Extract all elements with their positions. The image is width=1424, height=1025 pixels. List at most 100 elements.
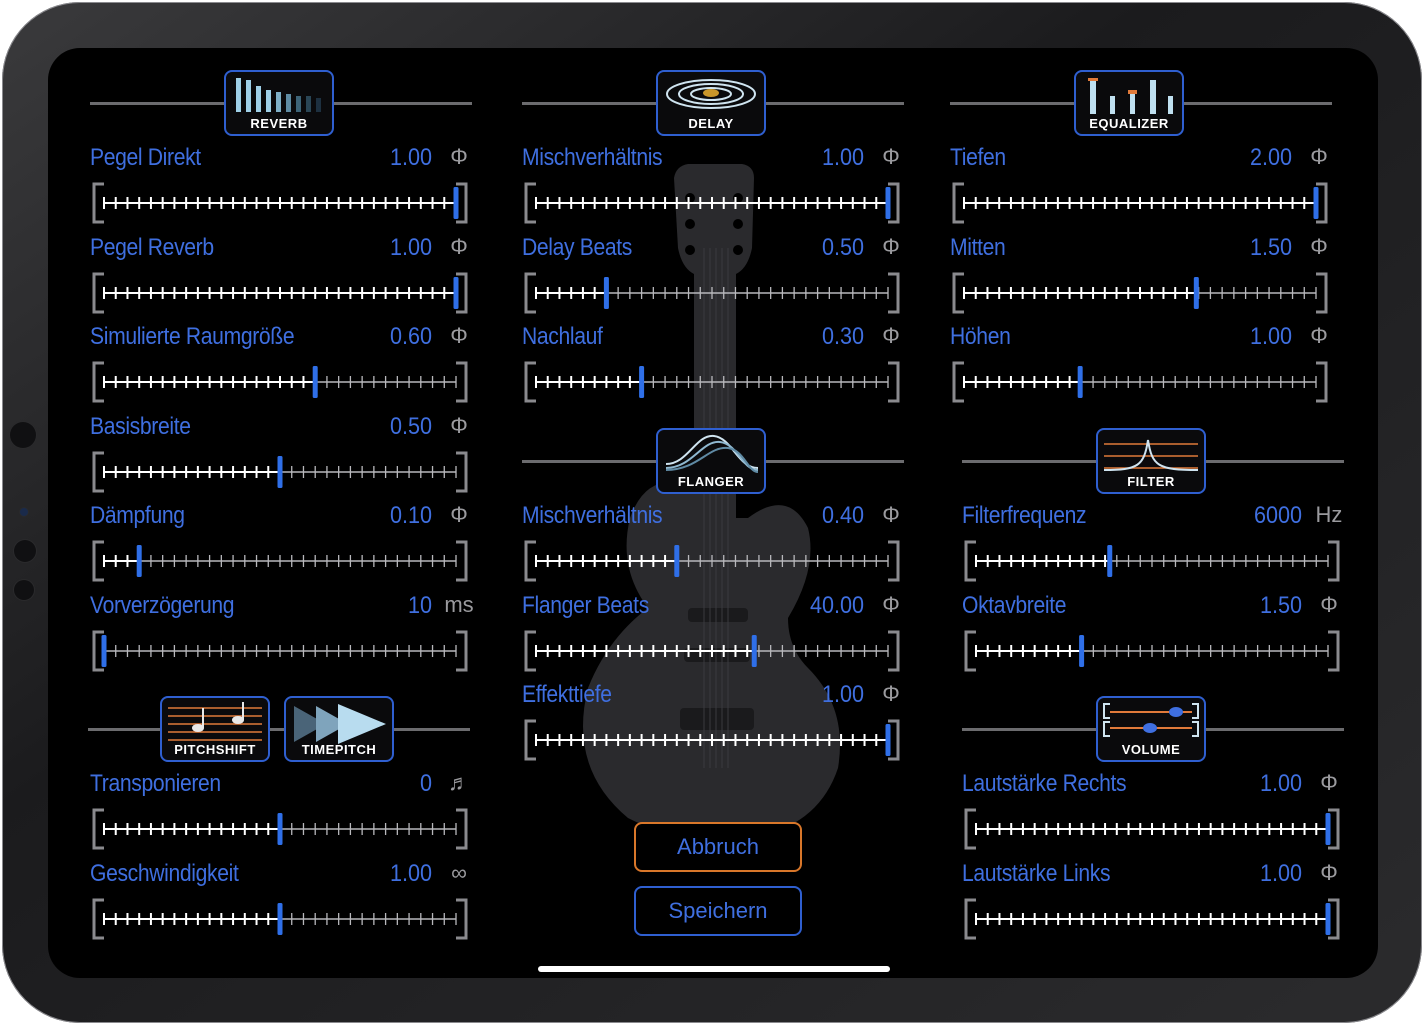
slider-bracket-left	[524, 182, 536, 224]
phase-icon[interactable]: Φ	[450, 233, 468, 259]
phase-icon[interactable]: Φ	[1310, 323, 1328, 348]
param-slider[interactable]	[90, 270, 470, 316]
param-slider[interactable]	[950, 270, 1330, 316]
slider-bracket-left	[524, 630, 536, 671]
param-slider[interactable]	[522, 628, 902, 674]
pitchshift-tab[interactable]: PITCHSHIFT	[160, 696, 270, 762]
param-slider[interactable]	[90, 180, 470, 226]
phase-icon[interactable]: Φ	[450, 502, 468, 527]
flanger-tab[interactable]: FLANGER	[656, 428, 766, 494]
param-value: 0.60	[389, 323, 432, 350]
phase-icon[interactable]: Φ	[450, 144, 468, 169]
param-slider[interactable]	[522, 180, 902, 226]
param-slider[interactable]	[90, 538, 470, 584]
param-slider[interactable]	[522, 359, 902, 405]
cancel-button[interactable]: Abbruch	[634, 822, 802, 872]
param-value: 1.00	[389, 144, 432, 171]
param-label: Geschwindigkeit	[90, 859, 239, 887]
phase-icon[interactable]: Φ	[882, 323, 900, 348]
slider-thumb	[1193, 276, 1199, 309]
param-slider[interactable]	[962, 896, 1342, 942]
param-value: 40.00	[809, 591, 864, 619]
param-value: 1.00	[821, 681, 864, 708]
screen-bezel: REVERB DELAY	[48, 48, 1378, 978]
phase-icon[interactable]: Φ	[1310, 233, 1328, 259]
param-value: 1.50	[1249, 233, 1292, 261]
effects-screen: REVERB DELAY	[48, 48, 1378, 978]
slider-bracket-right	[888, 272, 900, 313]
param-slider[interactable]	[90, 896, 470, 942]
param-label: Vorverzögerung	[90, 591, 235, 619]
param-value: 1.00	[1249, 323, 1292, 350]
slider-bracket-right	[888, 182, 900, 224]
param-slider[interactable]	[950, 359, 1330, 405]
param-slider[interactable]	[950, 180, 1330, 226]
param-slider[interactable]	[962, 538, 1342, 584]
param-slider[interactable]	[962, 628, 1342, 674]
slider-bracket-right	[456, 808, 468, 850]
reverb-bars-icon	[236, 78, 321, 112]
equalizer-sliders-icon	[1088, 78, 1173, 114]
slider-bracket-left	[964, 630, 976, 671]
phase-icon[interactable]: Φ	[882, 681, 900, 706]
filter-tab[interactable]: FILTER	[1096, 428, 1206, 494]
slider-bracket-left	[92, 272, 104, 313]
param-slider[interactable]	[90, 628, 470, 674]
phase-icon[interactable]: Φ	[882, 591, 900, 617]
delay-tab[interactable]: DELAY	[656, 70, 766, 136]
slider-bracket-left	[952, 272, 964, 313]
phase-icon[interactable]: Φ	[882, 502, 900, 527]
slider-thumb	[1325, 902, 1331, 935]
param-value: 6000	[1253, 502, 1302, 529]
slider-bracket-right	[1328, 540, 1340, 582]
phase-icon[interactable]: Φ	[450, 323, 468, 348]
param-value: 0.10	[389, 502, 432, 529]
equalizer-tab[interactable]: EQUALIZER	[1074, 70, 1184, 136]
filter-header: FILTER	[962, 428, 1344, 498]
phase-icon[interactable]: Φ	[882, 233, 900, 259]
slider-thumb	[751, 634, 757, 667]
param-slider[interactable]	[522, 717, 902, 763]
save-button[interactable]: Speichern	[634, 886, 802, 936]
param-label: Pegel Reverb	[90, 233, 214, 261]
param-slider[interactable]	[90, 806, 470, 852]
slider-bracket-right	[888, 719, 900, 761]
param-value: 1.50	[1259, 591, 1302, 619]
slider-bracket-right	[1328, 808, 1340, 850]
param-slider[interactable]	[90, 449, 470, 495]
reverb-tab[interactable]: REVERB	[224, 70, 334, 136]
param-value: 1.00	[1259, 859, 1302, 887]
volume-title: VOLUME	[1121, 742, 1181, 757]
phase-icon[interactable]: Φ	[1310, 144, 1328, 169]
param-label: Höhen	[950, 323, 1011, 350]
param-label: Lautstärke Links	[962, 859, 1111, 887]
param-value: 1.00	[389, 233, 432, 261]
slider-thumb	[1313, 187, 1319, 219]
slider-thumb	[453, 276, 459, 309]
param-slider[interactable]	[90, 359, 470, 405]
param-slider[interactable]	[522, 538, 902, 584]
phase-icon[interactable]: Φ	[450, 412, 468, 438]
slider-thumb	[885, 187, 891, 219]
home-indicator[interactable]	[538, 966, 890, 972]
volume-tab[interactable]: VOLUME	[1096, 696, 1206, 762]
phase-icon[interactable]: Φ	[1320, 859, 1338, 885]
param-slider[interactable]	[522, 270, 902, 316]
phase-icon[interactable]: Φ	[882, 144, 900, 169]
param-label: Tiefen	[950, 144, 1006, 171]
param-slider[interactable]	[962, 806, 1342, 852]
timepitch-tab[interactable]: TIMEPITCH	[284, 696, 394, 762]
phase-icon[interactable]: Φ	[1320, 770, 1338, 795]
param-value: 1.00	[1259, 770, 1302, 797]
slider-bracket-left	[92, 451, 104, 492]
slider-bracket-left	[92, 540, 104, 582]
slider-thumb	[1079, 634, 1085, 667]
phase-icon[interactable]: Φ	[1320, 591, 1338, 617]
param-value: 0.50	[821, 233, 864, 261]
slider-bracket-right	[456, 272, 468, 313]
slider-bracket-left	[524, 719, 536, 761]
